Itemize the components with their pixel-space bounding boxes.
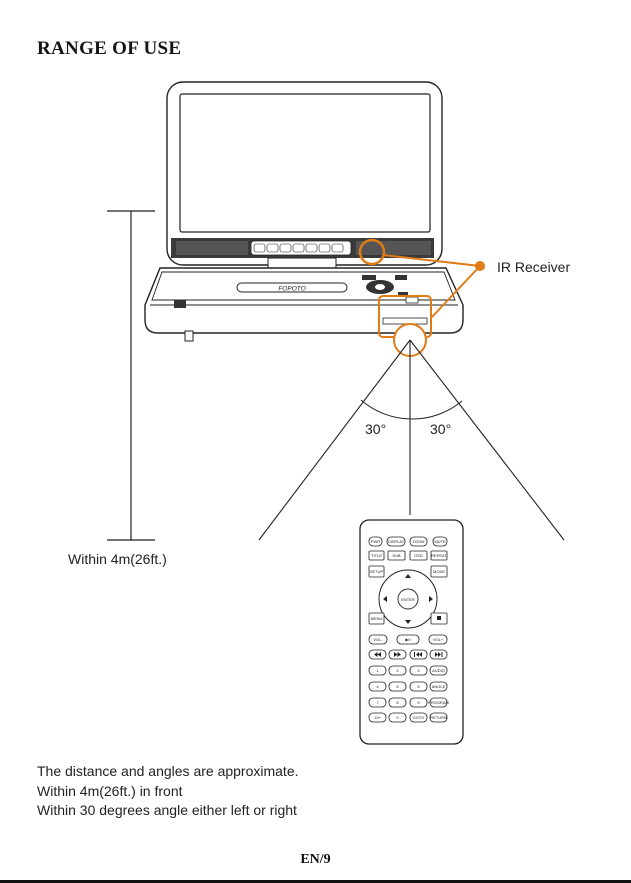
remote-number-pad: 1 2 3 AUDIO 4 5 6 ANGLE 7 8 9 PROGRAM 10… bbox=[368, 665, 449, 723]
remote-key-3: 3 bbox=[417, 668, 420, 673]
remote-vol-minus-label: VOL- bbox=[373, 637, 383, 642]
remote-repeat-label: REPEAT bbox=[431, 553, 447, 558]
brand-logo: FOPOTO bbox=[278, 286, 305, 293]
remote-menu-label: MENU bbox=[371, 616, 383, 621]
remote-vol-plus-label: VOL+ bbox=[433, 637, 444, 642]
dvd-player-illustration: FOPOTO bbox=[144, 81, 464, 342]
remote-key-0: 0 bbox=[396, 715, 399, 720]
remote-key-2: 2 bbox=[396, 668, 399, 673]
range-distance-label: Within 4m(26ft.) bbox=[68, 551, 167, 567]
remote-row-1: PWR DISPLAY ZOOM MUTE bbox=[368, 536, 448, 547]
right-angle-label: 30° bbox=[430, 421, 452, 437]
remote-key-1: 1 bbox=[376, 668, 379, 673]
lid-control-buttons bbox=[250, 240, 352, 256]
remote-power-label: PWR bbox=[371, 539, 380, 544]
remote-subtitle-label: SUB bbox=[392, 553, 401, 558]
remote-volume-row: VOL- ▶II VOL+ bbox=[368, 634, 448, 645]
remote-key-return: RETURN bbox=[430, 715, 447, 720]
usage-notes: The distance and angles are approximate.… bbox=[37, 762, 299, 821]
ir-range-cone bbox=[258, 323, 565, 541]
remote-transport-row bbox=[368, 649, 448, 660]
range-bracket bbox=[107, 210, 155, 541]
remote-control-illustration: PWR DISPLAY ZOOM MUTE TITLE SUB OSD REPE… bbox=[359, 519, 464, 745]
remote-display-label: DISPLAY bbox=[388, 539, 405, 544]
remote-key-9: 9 bbox=[417, 700, 420, 705]
remote-mode-label: MODE bbox=[433, 569, 445, 574]
remote-key-5: 5 bbox=[396, 684, 399, 689]
page-number: EN/9 bbox=[300, 852, 331, 867]
remote-enter-label: ENTER bbox=[401, 597, 415, 602]
remote-key-program: PROGRAM bbox=[428, 700, 449, 705]
ir-receiver-callout bbox=[358, 238, 485, 338]
remote-key-7: 7 bbox=[376, 700, 379, 705]
remote-row-2: TITLE SUB OSD REPEAT bbox=[368, 550, 447, 561]
remote-zoom-label: ZOOM bbox=[413, 539, 425, 544]
note-line: Within 4m(26ft.) in front bbox=[37, 782, 183, 799]
remote-mute-label: MUTE bbox=[434, 539, 446, 544]
note-line: The distance and angles are approximate. bbox=[37, 763, 299, 779]
remote-key-6: 6 bbox=[417, 684, 420, 689]
remote-key-goto: GOTO bbox=[413, 715, 425, 720]
remote-play-pause-label: ▶II bbox=[405, 637, 410, 642]
note-line: Within 30 degrees angle either left or r… bbox=[37, 802, 297, 818]
remote-key-10plus: 10+ bbox=[374, 715, 381, 720]
remote-key-4: 4 bbox=[376, 684, 379, 689]
bottom-rule bbox=[0, 880, 631, 883]
page-title: RANGE OF USE bbox=[37, 38, 182, 59]
remote-navigation: SETUP MODE ENTER MENU bbox=[368, 565, 448, 629]
remote-title-label: TITLE bbox=[371, 553, 382, 558]
ir-receiver-label: IR Receiver bbox=[497, 259, 571, 275]
left-angle-label: 30° bbox=[365, 421, 387, 437]
remote-osd-label: OSD bbox=[414, 553, 423, 558]
remote-setup-label: SETUP bbox=[370, 569, 384, 574]
remote-key-audio: AUDIO bbox=[432, 668, 445, 673]
remote-key-angle: ANGLE bbox=[432, 684, 446, 689]
remote-key-8: 8 bbox=[396, 700, 399, 705]
